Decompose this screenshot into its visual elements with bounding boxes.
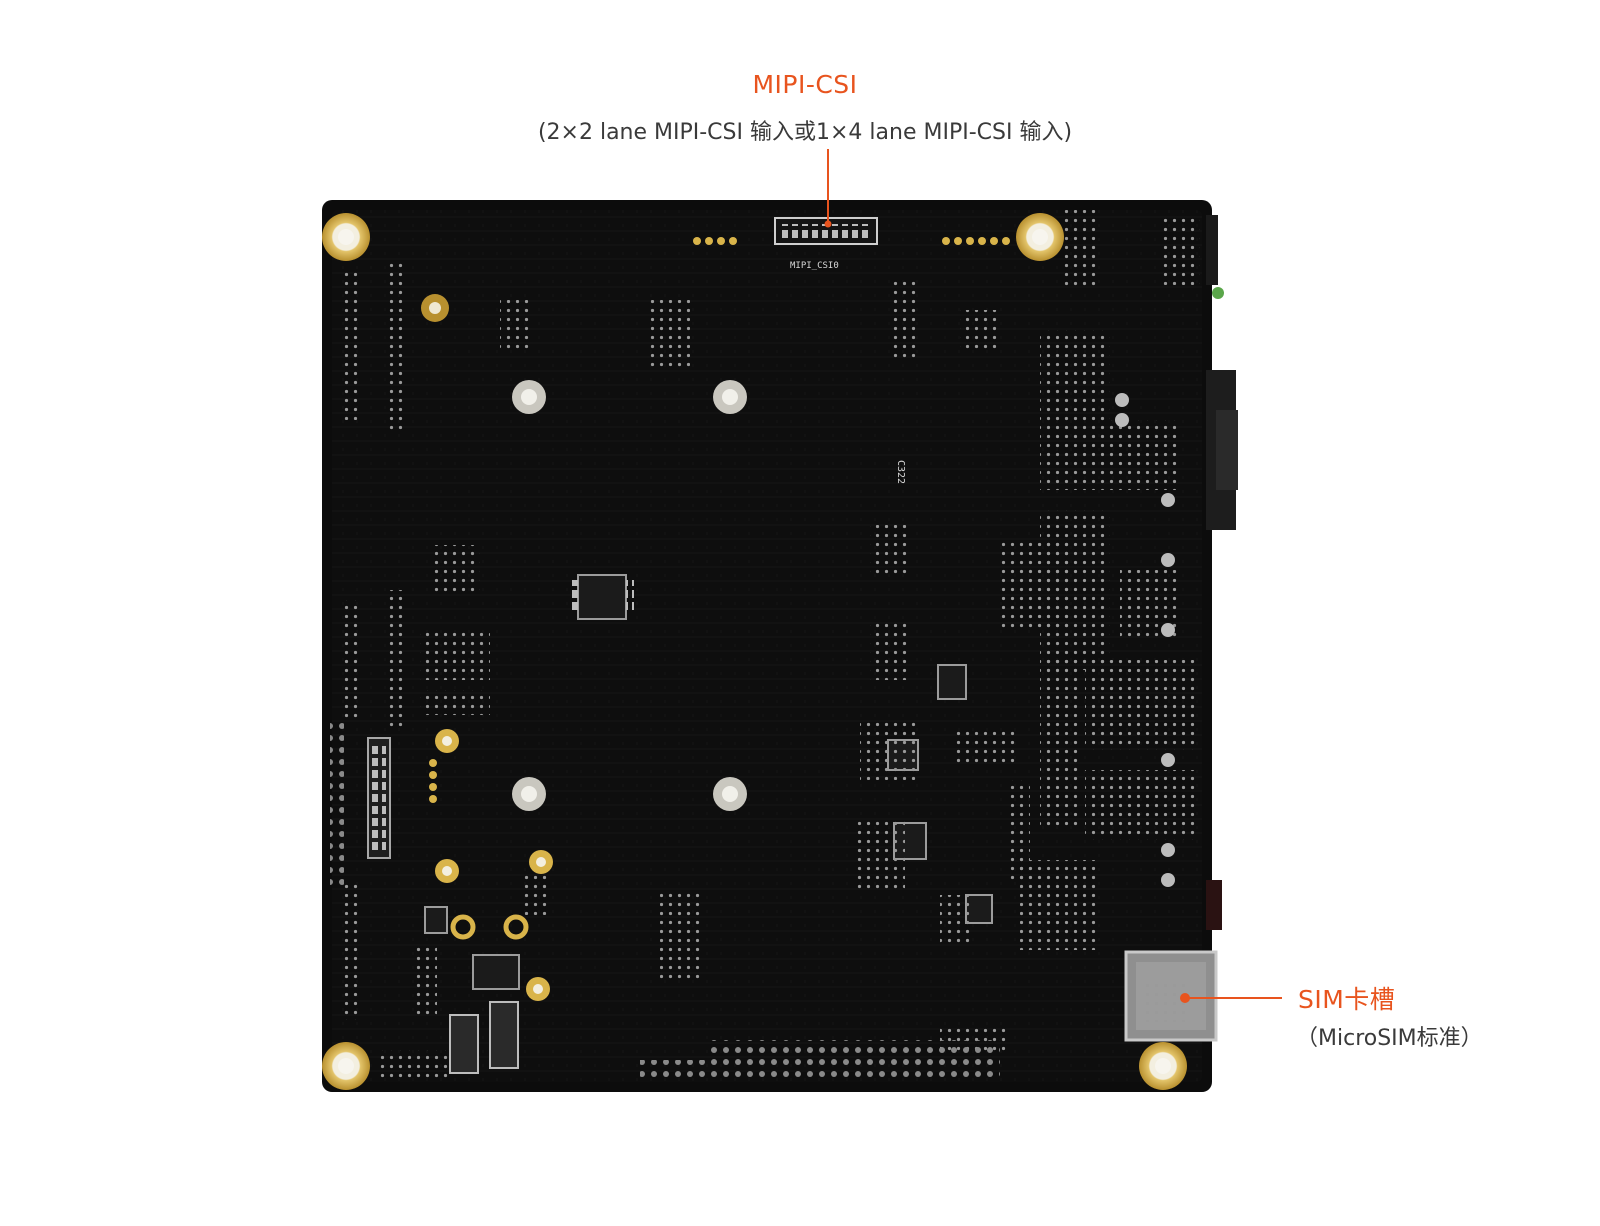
sim-slot-subtitle: （MicroSIM标准） bbox=[1296, 1026, 1483, 1051]
component-fields bbox=[340, 210, 1200, 1080]
left-connector-strip bbox=[330, 720, 391, 890]
gold-pads bbox=[429, 237, 1010, 803]
standoffs bbox=[421, 294, 747, 1001]
callout-leaders bbox=[824, 149, 1282, 999]
right-io-blocks bbox=[1115, 393, 1175, 887]
connector-silkscreen-label: MIPI_CSI0 bbox=[790, 261, 839, 271]
mounting-holes bbox=[322, 213, 1187, 1090]
bottom-header bbox=[640, 1040, 1000, 1082]
chip-silkscreen-label: C322 bbox=[895, 460, 906, 484]
main-ic bbox=[424, 574, 993, 1074]
mipi-csi-subtitle: (2×2 lane MIPI-CSI 输入或1×4 lane MIPI-CSI … bbox=[537, 120, 1073, 145]
mipi-csi-title: MIPI-CSI bbox=[752, 70, 858, 99]
sim-slot-title: SIM卡槽 bbox=[1298, 985, 1396, 1014]
sim-card-slot bbox=[1124, 950, 1218, 1042]
